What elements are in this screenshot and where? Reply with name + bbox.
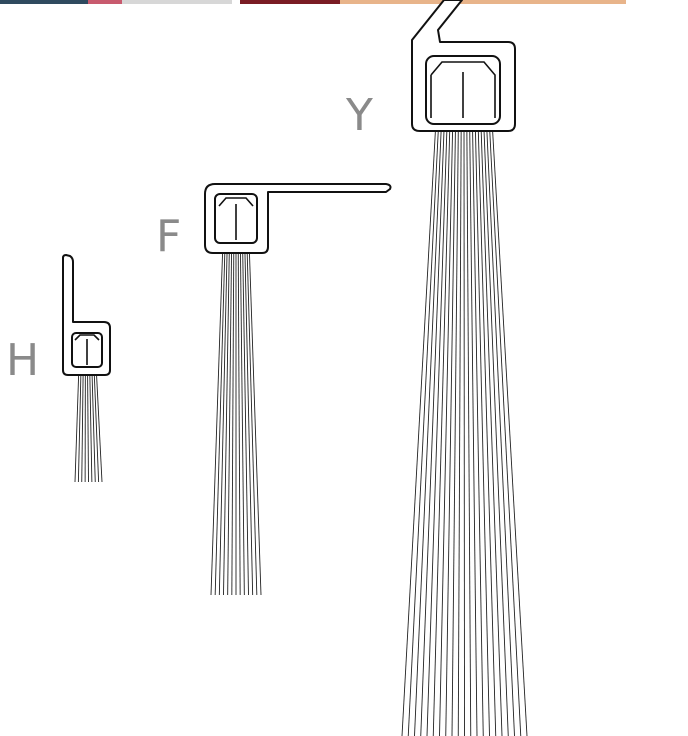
bristle-y [457,119,462,736]
holder-cap-y [430,61,496,118]
bristle-f [223,239,230,596]
bristle-y [480,119,503,736]
bristle-y [463,119,465,736]
bristle-f [227,239,233,596]
strip-swatch-2 [88,0,122,4]
bristle-y [469,119,478,736]
bristle-y [466,119,472,736]
bristle-y [432,119,451,736]
bristle-y [407,119,440,736]
bristle-h [77,363,82,483]
bristle-y [451,119,459,736]
bristle-y [471,119,484,736]
bristle-y [483,119,509,736]
bristle-y [477,119,497,736]
label-f: F [156,211,181,262]
bristle-y [474,119,490,736]
bristles-f [210,239,262,596]
bristle-f [218,239,228,596]
bristle-y [445,119,457,736]
bristle-y [491,119,528,736]
bristle-y [420,119,445,736]
bristles-y [401,119,528,736]
bristle-h [74,363,80,483]
brush-f: F [156,183,392,596]
bristle-y [488,119,522,736]
bristle-h [81,363,84,483]
holder-cap-f [218,197,254,240]
bristle-f [214,239,226,596]
strip-swatch-5 [340,0,626,4]
bristle-f [239,239,245,596]
bristle-y [439,119,454,736]
bristle-h [93,363,100,483]
bristle-h [95,363,103,483]
label-y: Y [345,90,373,141]
label-h: H [6,335,39,386]
bristle-h [89,363,93,483]
bristle-y [426,119,448,736]
bristle-y [401,119,437,736]
holder-cap-h [74,334,100,365]
bristle-f [210,239,224,596]
brush-h: H [6,254,111,483]
bristle-h [87,363,89,483]
bristle-f [246,239,258,596]
bristle-f [231,239,235,596]
bristle-h [91,363,96,483]
top-photo-strip [0,0,626,4]
strip-swatch-3 [122,0,232,4]
bristle-y [485,119,515,736]
strip-swatch-1 [0,0,88,4]
brush-y: Y [345,0,528,736]
bristle-f [237,239,241,596]
bristle-y [414,119,443,736]
bristle-f [244,239,254,596]
strip-swatch-4 [240,0,340,4]
bristles-h [74,363,103,483]
bristle-f [242,239,249,596]
bristle-f [248,239,262,596]
